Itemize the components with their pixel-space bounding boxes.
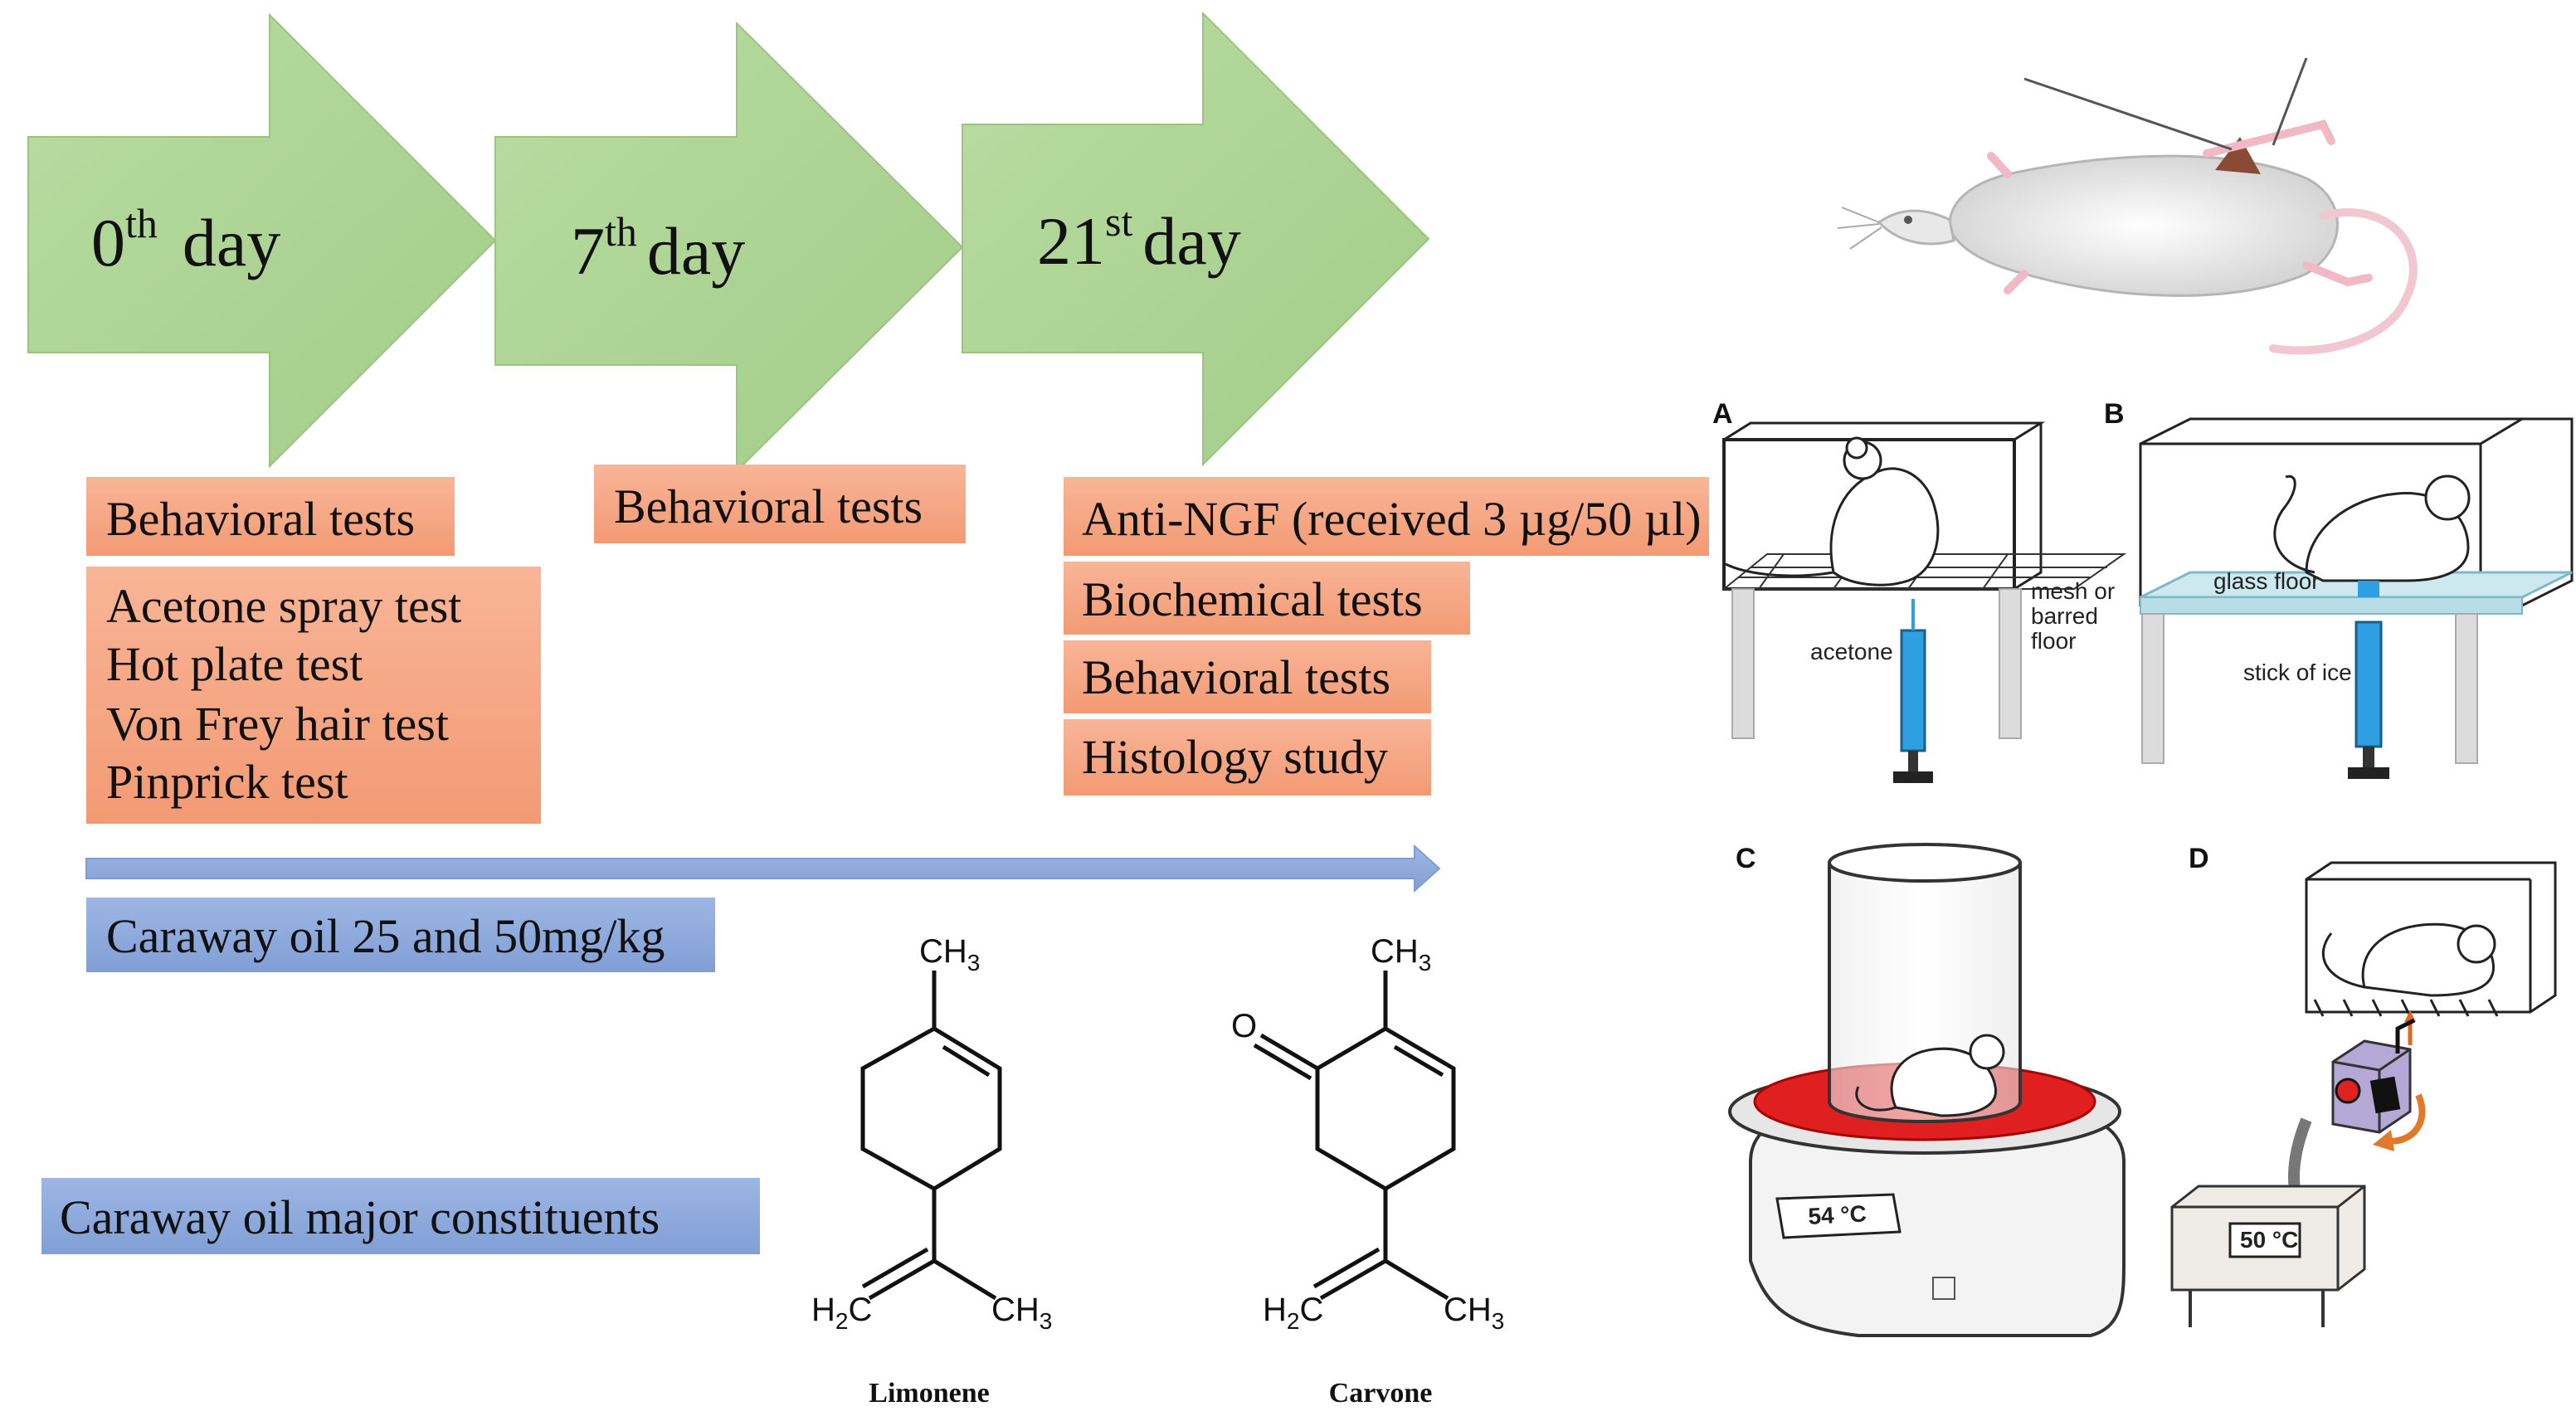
svg-text:Caraway oil 25 and 50mg/kg: Caraway oil 25 and 50mg/kg: [106, 909, 665, 963]
panel-a-floor-label-1: mesh or: [2031, 578, 2115, 604]
day-arrow-0: [27, 12, 497, 469]
day21-anti-ngf-box: Anti-NGF (received 3 µg/50 µl): [1064, 477, 1709, 556]
svg-text:Behavioral tests: Behavioral tests: [106, 492, 415, 546]
day0-behavioral-box: Behavioral tests: [86, 477, 455, 556]
treatment-arrow: [85, 844, 1441, 893]
panel-c-letter: C: [1736, 843, 1756, 874]
limonene-left-h2c: H2C: [811, 1292, 872, 1334]
panel-b-stimulus-label: stick of ice: [2243, 659, 2352, 685]
day7-behavioral-box: Behavioral tests: [594, 465, 966, 543]
treatment-box: Caraway oil 25 and 50mg/kg: [86, 898, 715, 972]
constituents-box: Caraway oil major constituents: [41, 1178, 760, 1254]
svg-text:Behavioral tests: Behavioral tests: [1082, 650, 1390, 704]
day21-biochemical-box: Biochemical tests: [1064, 562, 1470, 635]
surgery-rat-illustration: [1837, 57, 2418, 355]
panel-d-von-frey: D 50 °C: [2170, 843, 2557, 1327]
carvone-left-h2c: H2C: [1263, 1292, 1323, 1334]
panel-d-temperature: 50 °C: [2240, 1227, 2298, 1253]
panel-a-stimulus-label: acetone: [1810, 639, 1893, 664]
carvone-oxygen: O: [1231, 1008, 1257, 1044]
carvone-top-ch3: CH3: [1371, 933, 1431, 976]
panel-a-floor-label-2: barred: [2031, 603, 2098, 629]
test-pinprick: Pinprick test: [106, 755, 348, 809]
panel-b-ice-test: B glass floor stick of ice: [2104, 398, 2574, 779]
day21-behavioral-box: Behavioral tests: [1064, 640, 1431, 713]
svg-text:Behavioral tests: Behavioral tests: [614, 479, 923, 533]
day0-tests-box: Acetone spray test Hot plate test Von Fr…: [86, 567, 541, 824]
day-arrow-7: [494, 21, 964, 474]
svg-text:Histology study: Histology study: [1082, 730, 1388, 784]
carvone-right-ch3: CH3: [1444, 1292, 1504, 1334]
svg-text:Caraway oil major constituents: Caraway oil major constituents: [60, 1190, 660, 1244]
panel-b-letter: B: [2104, 398, 2125, 430]
panel-a-letter: A: [1712, 398, 1733, 430]
carvone-name: Carvone: [1329, 1378, 1433, 1409]
limonene-right-ch3: CH3: [991, 1292, 1052, 1334]
panel-d-letter: D: [2189, 843, 2209, 874]
panel-c-temperature: 54 °C: [1808, 1200, 1867, 1229]
panel-a-floor-label-3: floor: [2031, 628, 2076, 654]
panel-a-acetone-test: A mesh or barred floor acetone: [1712, 398, 2127, 783]
svg-text:Biochemical tests: Biochemical tests: [1082, 572, 1423, 626]
limonene-structure: [860, 971, 1002, 1301]
carvone-structure: [1253, 971, 1456, 1301]
panel-b-floor-label: glass floor: [2213, 568, 2320, 594]
test-von-frey: Von Frey hair test: [106, 697, 449, 751]
limonene-name: Limonene: [869, 1378, 989, 1409]
day-arrow-21: [962, 11, 1430, 467]
test-acetone: Acetone spray test: [106, 579, 461, 633]
day21-histology-box: Histology study: [1064, 719, 1431, 796]
test-hot-plate: Hot plate test: [106, 637, 363, 691]
svg-text:Anti-NGF (received 3 µg/50 µl): Anti-NGF (received 3 µg/50 µl): [1082, 492, 1702, 546]
limonene-top-ch3: CH3: [919, 933, 980, 976]
panel-c-hot-plate: C 54 °C: [1728, 843, 2126, 1337]
